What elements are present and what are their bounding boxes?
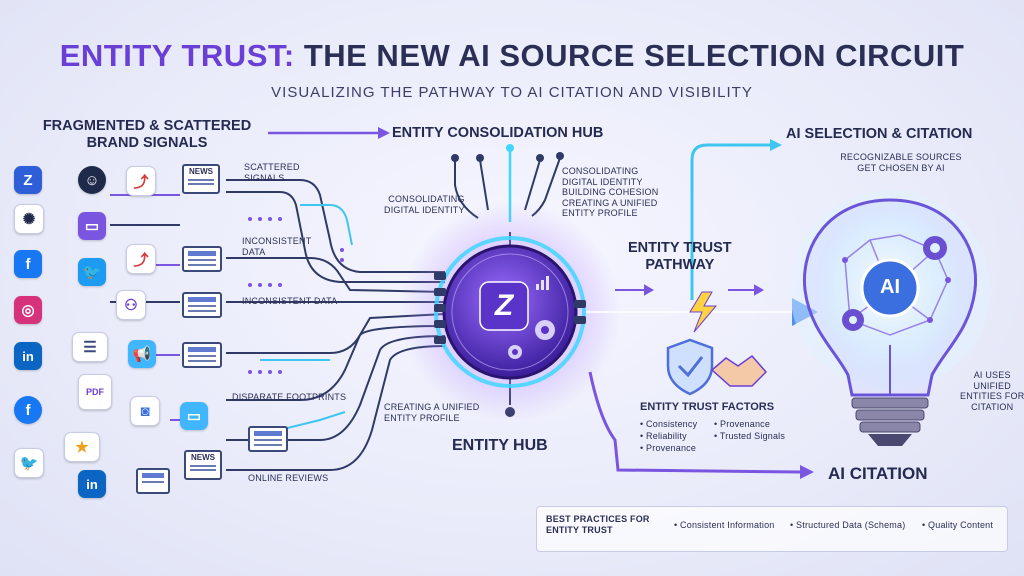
ai-caption-l2: GET CHOSEN BY AI [857,162,945,173]
megaphone-icon: 📢 [128,340,156,368]
web-doc-5 [136,468,170,494]
web-doc-3 [182,342,222,368]
hub-note-right-l3: BUILDING COHESION [562,187,659,197]
hub-note-right: CONSOLIDATING DIGITAL IDENTITY BUILDING … [562,166,658,219]
ai-side-note-l3: ENTITIES FOR [960,391,1024,401]
instagram-icon: ◎ [14,296,42,324]
ai-caption: RECOGNIZABLE SOURCES GET CHOSEN BY AI [826,152,976,173]
kontent-logo-icon: Z [14,166,42,194]
news-doc-2-label: NEWS [191,453,215,462]
ai-selection-heading: AI SELECTION & CITATION [786,126,973,142]
best-practices-heading-l2: ENTITY TRUST [546,524,613,535]
page-subtitle: VISUALIZING THE PATHWAY TO AI CITATION A… [271,84,753,101]
person-icon: ☺ [78,166,106,194]
news-doc: NEWS [182,164,220,194]
review-star-icon: ★ [64,432,100,462]
left-heading-line2: BRAND SIGNALS [86,135,208,151]
ai-side-note-l1: AI USES [973,370,1011,380]
ai-side-note-l2: UNIFIED [973,380,1011,391]
hub-heading: ENTITY CONSOLIDATION HUB [392,125,604,141]
page-title: ENTITY TRUST: THE NEW AI SOURCE SELECTIO… [0,38,1024,74]
pathway-heading-l1: ENTITY TRUST [628,240,732,256]
hub-note-left: CONSOLIDATING DIGITAL IDENTITY [384,194,465,215]
factor-consistency: • Consistency [640,419,698,429]
left-heading-line1: FRAGMENTED & SCATTERED [42,118,252,134]
contact-card-icon: ☰ [72,332,108,362]
label-inconsistent-l1: INCONSISTENT [242,236,312,246]
facebook-round-icon: f [14,396,42,424]
factor-provenance: • Provenance [714,419,771,429]
acrobat-icon: ⤴ [126,166,156,196]
label-inconsistent-data-2: INCONSISTENT DATA [242,296,338,306]
factor-trusted-signals: • Trusted Signals [714,431,786,441]
label-scattered-l1: SCATTERED [244,162,300,172]
practice-quality-content: • Quality Content [922,520,994,530]
hub-note-left-l2: DIGITAL IDENTITY [384,204,465,215]
web-doc-4 [248,426,288,452]
hub-note-bottom: CREATING A UNIFIED ENTITY PROFILE [384,402,479,423]
hub-note-bottom-l1: CREATING A UNIFIED [384,402,480,412]
label-online-reviews: ONLINE REVIEWS [248,473,329,483]
label-scattered-signals: SCATTERED SIGNALS [244,162,300,183]
bulb-ai-label: AI [880,276,900,298]
openai-icon: ✺ [14,204,44,234]
twitter-icon: 🐦 [14,448,44,478]
label-inconsistent-data: INCONSISTENT DATA [242,236,311,257]
hub-note-right-l2: DIGITAL IDENTITY [562,176,643,187]
news-doc-label: NEWS [189,167,213,176]
label-scattered-l2: SIGNALS [244,172,285,183]
hub-note-right-l1: CONSOLIDATING [562,166,639,176]
hub-note-right-l5: ENTITY PROFILE [562,208,638,218]
pathway-heading-l2: PATHWAY [645,257,715,273]
network-icon: ⚇ [116,290,146,320]
news-doc-2: NEWS [184,450,222,480]
pathway-heading: ENTITY TRUST PATHWAY [628,240,732,274]
linkedin-icon: in [14,342,42,370]
practice-consistent-info: • Consistent Information [674,520,775,530]
factor-reliability: • Reliability [640,431,687,441]
hub-note-right-l4: CREATING A UNIFIED [562,197,658,208]
trust-factors-heading: ENTITY TRUST FACTORS [640,401,775,413]
ai-side-note-l4: CITATION [971,401,1014,412]
ai-caption-l1: RECOGNIZABLE SOURCES [840,152,962,162]
twitter-square-icon: 🐦 [78,258,106,286]
factor-provenance-2: • Provenance [640,443,697,453]
title-rest: THE NEW AI SOURCE SELECTION CIRCUIT [294,38,965,73]
left-heading: FRAGMENTED & SCATTERED BRAND SIGNALS [22,118,272,152]
hub-bottom-label: ENTITY HUB [452,437,548,454]
message-icon: ▭ [180,402,208,430]
title-highlight: ENTITY TRUST: [59,38,295,73]
ai-side-note: AI USES UNIFIED ENTITIES FOR CITATION [960,370,1024,412]
linkedin-icon-2: in [78,470,106,498]
web-doc-2 [182,292,222,318]
hub-logo-icon: Z [494,289,514,322]
practice-structured-data: • Structured Data (Schema) [790,520,906,530]
acrobat-icon-2: ⤴ [126,244,156,274]
pdf-file-icon: PDF [78,374,112,410]
hub-note-left-l1: CONSOLIDATING [388,194,465,204]
label-inconsistent-l2: DATA [242,246,266,257]
web-doc [182,246,222,272]
best-practices-panel [536,506,1008,552]
best-practices-heading-l1: BEST PRACTICES FOR [546,514,650,524]
label-disparate-footprints: DISPARATE FOOTPRINTS [232,392,347,402]
best-practices-heading: BEST PRACTICES FOR ENTITY TRUST [546,514,650,535]
hub-note-bottom-l2: ENTITY PROFILE [384,412,460,423]
facebook-icon: f [14,250,42,278]
profile-icon: ◙ [130,396,160,426]
chat-icon: ▭ [78,212,106,240]
ai-citation-label: AI CITATION [828,464,928,483]
spacer [126,220,154,248]
